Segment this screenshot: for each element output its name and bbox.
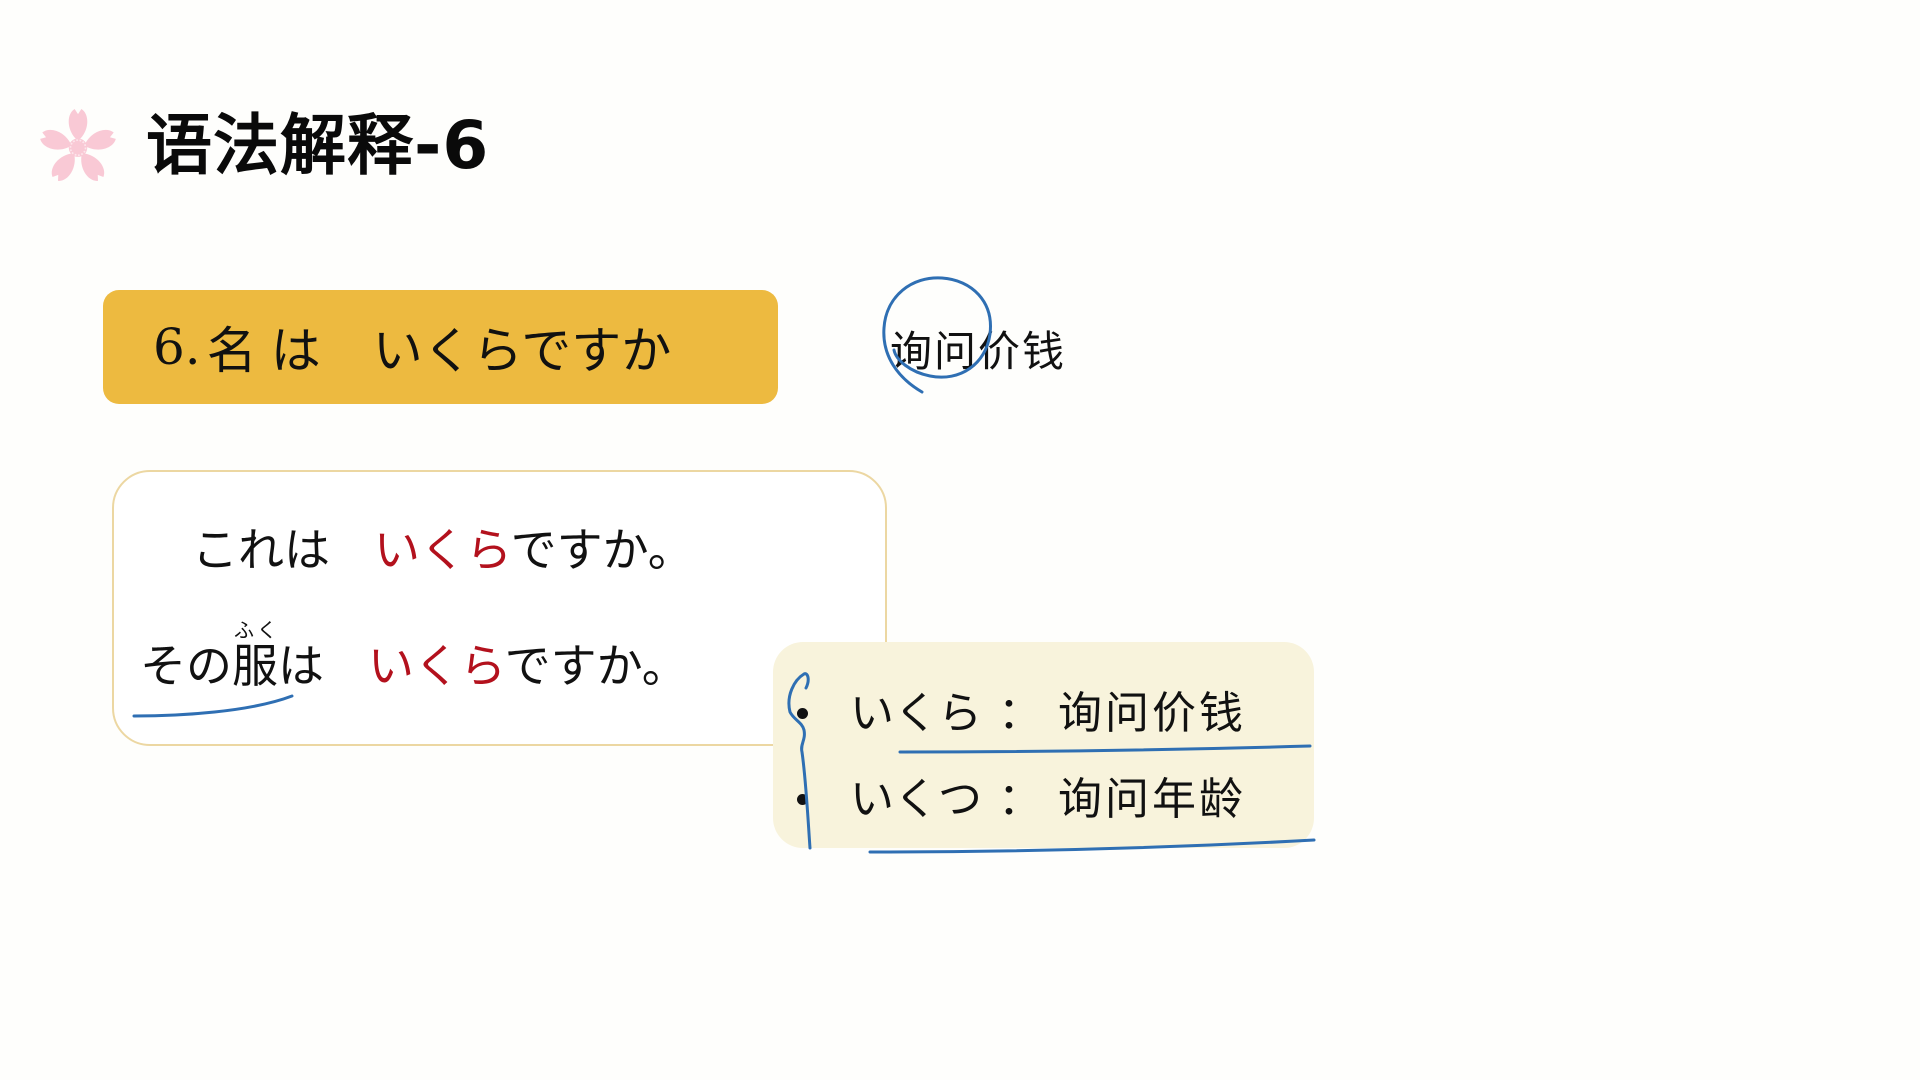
grammar-particle: は (270, 322, 321, 380)
vocab-term: いくつ (850, 774, 982, 825)
annotation-meaning: 询问价钱 (890, 327, 1067, 376)
example-sentences-box (112, 470, 887, 746)
grammar-pattern-box: 6. 名 は いくらですか (103, 290, 778, 404)
vocab-separator: ： (998, 688, 1042, 739)
vocab-item: いくら ： 询问价钱 (850, 686, 1246, 742)
example-suffix: ですか。 (510, 523, 694, 577)
example-prefix: その服は (140, 639, 324, 693)
vocab-meaning: 询问年龄 (1058, 774, 1246, 825)
example-sentence-1: これはいくらですか。 (192, 522, 694, 578)
vocab-separator: ： (998, 774, 1042, 825)
sakura-flower-icon (40, 109, 116, 181)
example-prefix: これは (192, 523, 330, 577)
page-title: 语法解释-6 (146, 107, 490, 184)
vocab-term: いくら (850, 688, 982, 739)
grammar-number: 6. (153, 318, 201, 376)
bullet-icon (797, 794, 808, 805)
grammar-pattern-rest: いくらですか (372, 322, 672, 380)
grammar-noun: 名 (206, 322, 257, 380)
example-highlight: いくら (374, 523, 511, 577)
furigana-reading: ふく (234, 618, 280, 642)
example-suffix: ですか。 (504, 639, 688, 693)
example-sentence-2: その服はいくらですか。 (140, 638, 688, 694)
vocab-meaning: 询问价钱 (1058, 688, 1246, 739)
vocab-item: いくつ ： 询问年龄 (850, 772, 1246, 828)
bullet-icon (797, 708, 808, 719)
example-highlight: いくら (368, 639, 505, 693)
